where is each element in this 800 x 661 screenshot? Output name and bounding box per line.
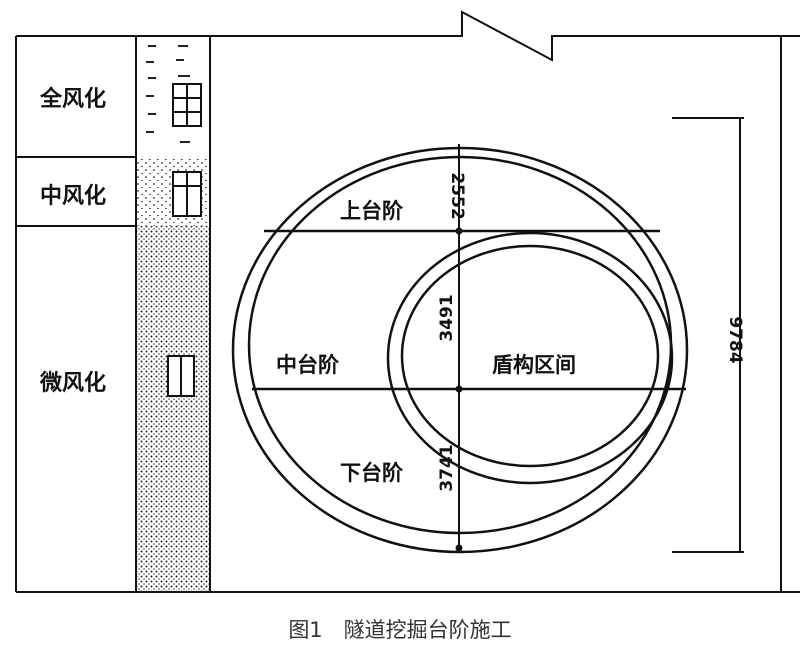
slight-weathering-fill — [137, 226, 209, 592]
moderately-weathered-label: 中风化 — [40, 183, 106, 209]
upper-bench-label: 上台阶 — [340, 199, 404, 223]
geologic-column — [137, 45, 209, 592]
upper-height-dimension: 2552 — [447, 172, 467, 219]
fully-weathered-label: 全风化 — [39, 86, 106, 112]
middle-bench-label: 中台阶 — [276, 353, 340, 377]
figure-caption: 图1 隧道挖掘台阶施工 — [288, 618, 512, 642]
internal-dimension-line — [455, 144, 463, 552]
total-height-bracket — [672, 117, 744, 553]
shield-section-label: 盾构区间 — [492, 353, 576, 377]
full-weathering-dashes — [146, 45, 190, 143]
lower-bench-label: 下台阶 — [340, 461, 404, 485]
diagram-frame — [15, 10, 800, 593]
total-height-dimension: 9784 — [725, 316, 745, 363]
lower-height-dimension: 3741 — [437, 444, 457, 491]
middle-height-dimension: 3491 — [437, 294, 457, 341]
slightly-weathered-label: 微风化 — [39, 370, 106, 396]
shield-tunnel-ring — [386, 231, 674, 485]
borehole-symbol — [167, 83, 202, 397]
